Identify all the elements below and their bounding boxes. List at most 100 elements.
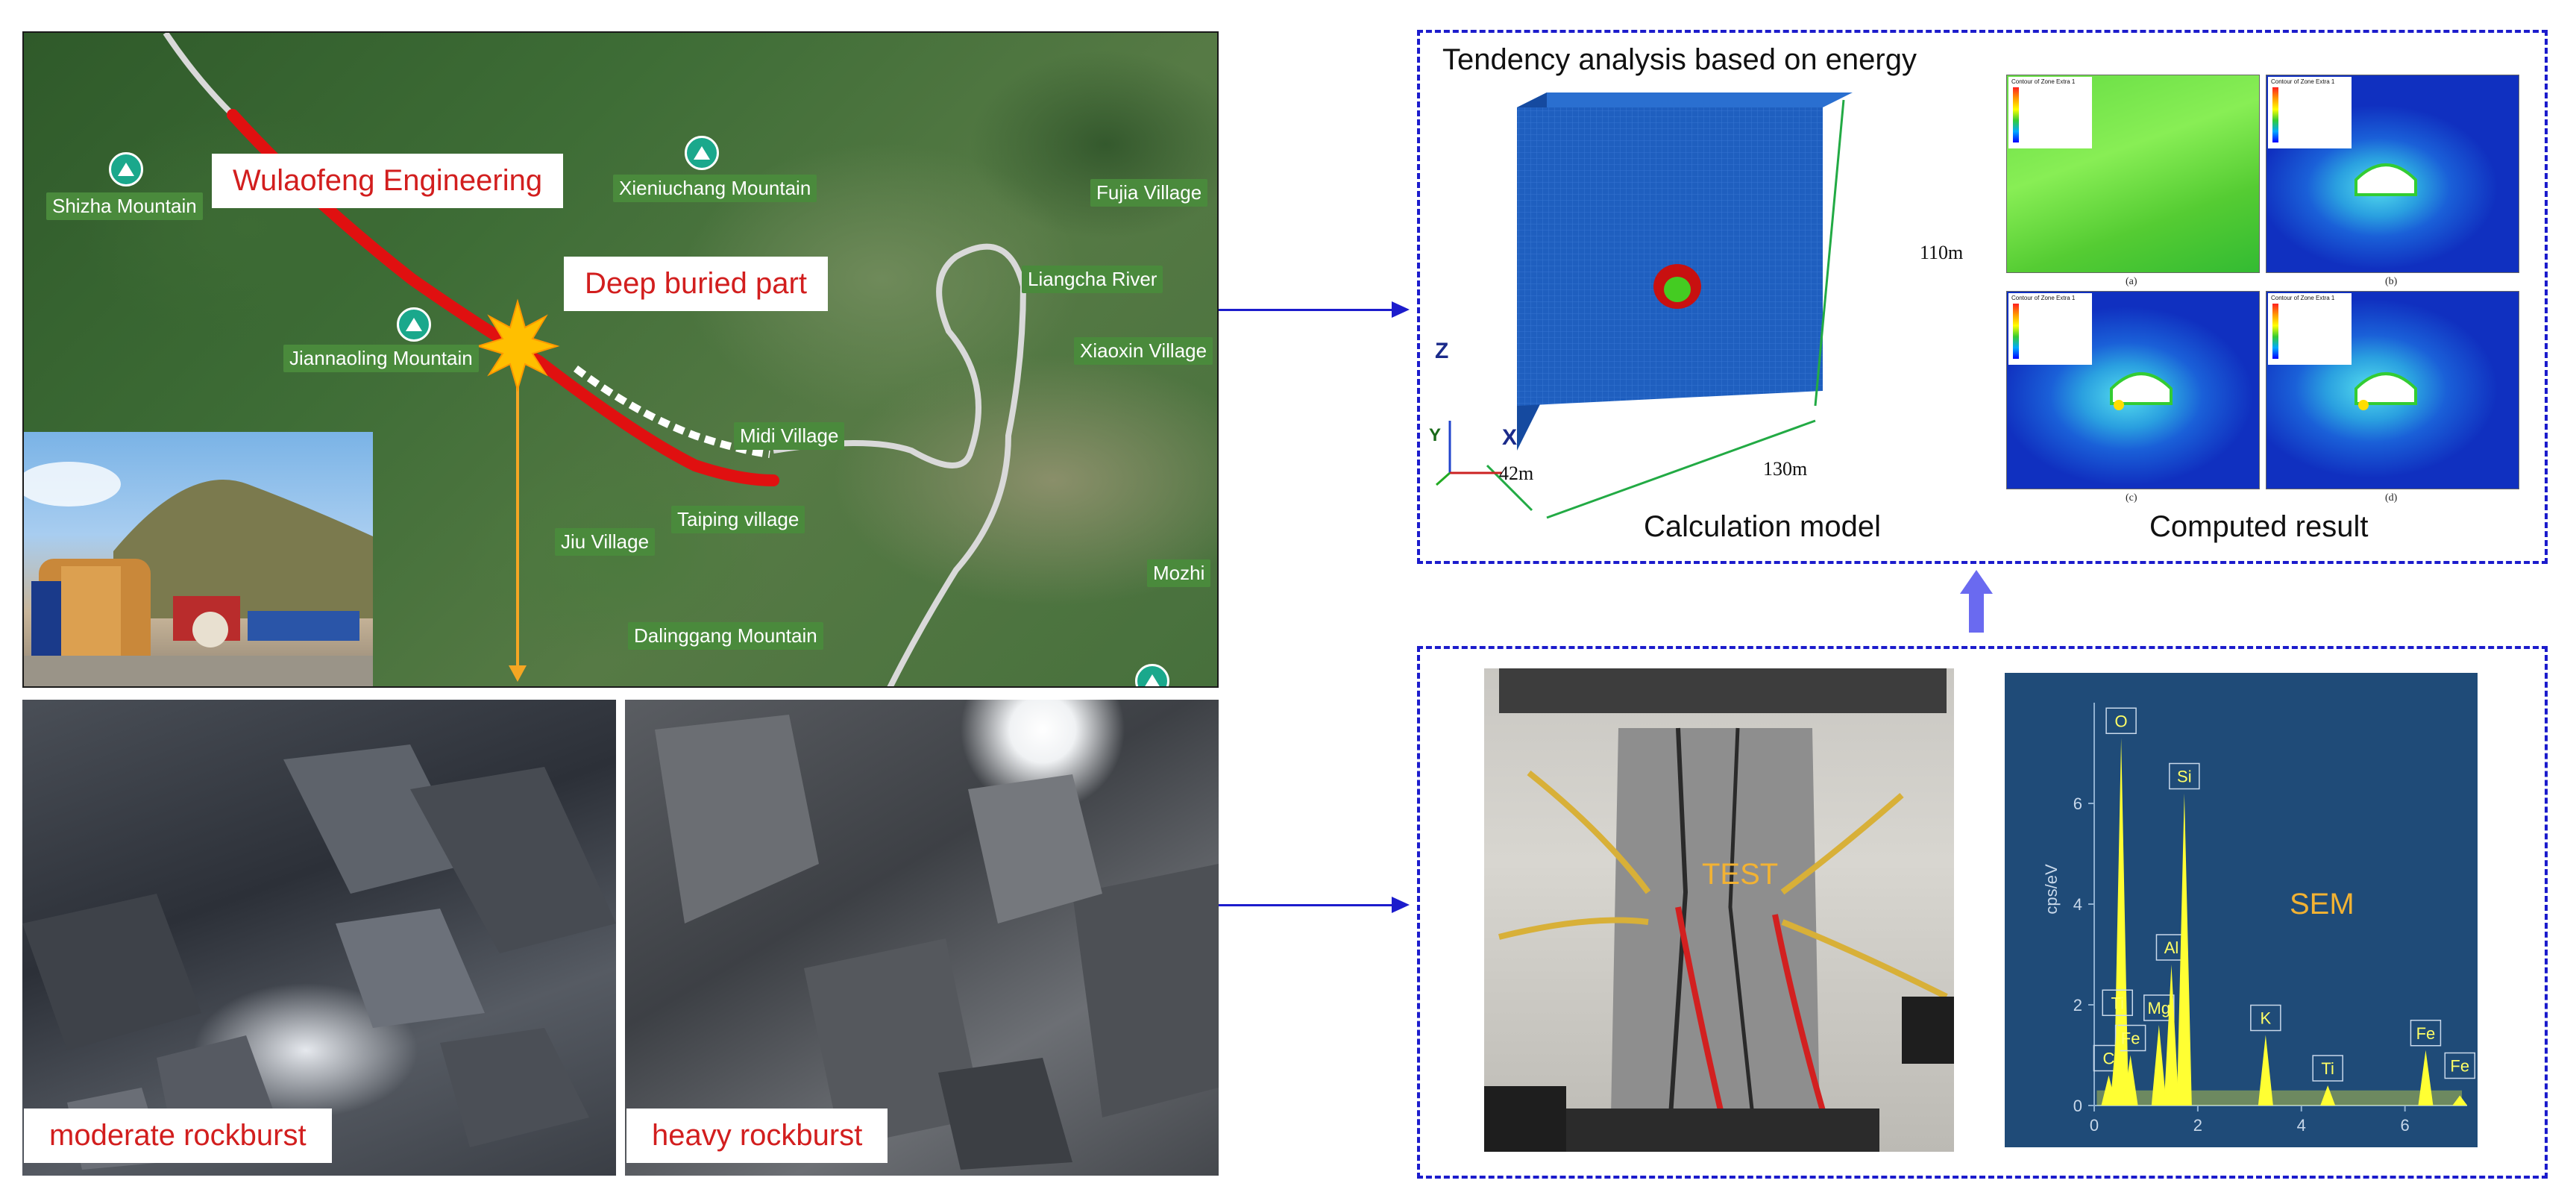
contour-plot-c: Contour of Zone Extra 1 (2006, 291, 2260, 489)
mountain-icon (397, 307, 431, 342)
peak-label: Fe (2121, 1029, 2140, 1048)
rock-specimen-test-photo: TEST (1484, 668, 1954, 1152)
label-shizha-mountain: Shizha Mountain (46, 192, 203, 220)
label-fujia-village: Fujia Village (1090, 179, 1208, 207)
rock-fragments-illustration (655, 715, 1219, 1170)
y-tick-label: 4 (2073, 895, 2082, 914)
y-tick-label: 0 (2073, 1097, 2082, 1115)
peak-label: Fe (2416, 1024, 2436, 1043)
moderate-rockburst-label: moderate rockburst (24, 1109, 332, 1163)
connector-line-bottom (1219, 904, 1395, 906)
callout-deep-buried-part: Deep buried part (564, 257, 828, 311)
starburst-icon (475, 298, 560, 392)
spectrum-peak (2123, 1055, 2138, 1106)
calculation-model-caption: Calculation model (1644, 510, 1881, 543)
contour-title: Contour of Zone Extra 1 (2011, 295, 2076, 301)
contour-plot-a: Contour of Zone Extra 1 (2006, 75, 2260, 273)
spectrum-peak (2151, 1025, 2167, 1106)
contour-plot-d: Contour of Zone Extra 1 (2266, 291, 2519, 489)
model-front-face (1517, 107, 1823, 406)
y-tick-label: 2 (2073, 996, 2082, 1015)
peak-label: K (2261, 1009, 2272, 1028)
panel-heading: Tendency analysis based on energy (1442, 43, 1917, 76)
peak-label: O (2115, 712, 2128, 730)
connector-arrowhead-bottom (1392, 897, 1410, 913)
dimension-height: 110m (1920, 242, 1964, 263)
tbm-site-illustration (24, 462, 373, 686)
mountain-icon (109, 152, 143, 186)
peak-label-box (2102, 989, 2133, 1016)
x-tick-label: 2 (2193, 1116, 2202, 1135)
peak-label: Ti (2111, 994, 2124, 1012)
peak-label: Ti (2321, 1059, 2334, 1078)
specimen-illustration (1484, 668, 1954, 1152)
label-jiu-village: Jiu Village (555, 528, 656, 556)
label-midi-village: Midi Village (734, 422, 845, 450)
connector-arrowhead-top (1392, 301, 1410, 318)
peak-label: C (2102, 1050, 2114, 1068)
tunnel-construction-marks (574, 365, 770, 458)
dimension-width: 130m (1763, 458, 1808, 480)
x-tick-label: 0 (2090, 1116, 2099, 1135)
x-tick-label: 4 (2297, 1116, 2306, 1135)
connector-line-top (1219, 309, 1395, 311)
moderate-rockburst-photo: moderate rockburst (22, 700, 616, 1176)
mountain-icon (1135, 664, 1169, 686)
label-mozhi: Mozhi (1147, 559, 1211, 587)
spectrum-peak (2110, 1020, 2126, 1106)
test-label: TEST (1702, 858, 1779, 891)
tunnel-core (1664, 277, 1691, 302)
label-xiaoxin-village: Xiaoxin Village (1074, 337, 1213, 365)
sem-label: SEM (2290, 888, 2354, 921)
axis-y-label: Y (1429, 425, 1442, 445)
contour-title: Contour of Zone Extra 1 (2271, 78, 2335, 85)
peak-label-box (2312, 1055, 2343, 1082)
axis-x-label: X (1502, 425, 1518, 450)
computed-result-caption: Computed result (2149, 510, 2369, 543)
y-axis-label: cps/eV (2042, 864, 2061, 915)
contour-plot-b: Contour of Zone Extra 1 (2266, 75, 2519, 273)
spectrum-baseline (2096, 1090, 2463, 1106)
spectrum-peak (2452, 1095, 2468, 1106)
label-taiping-village: Taiping village (671, 506, 805, 533)
peak-label-box (2143, 994, 2175, 1021)
tunnel-contour-c (2110, 372, 2173, 410)
y-tick-label: 6 (2073, 794, 2082, 813)
contour-title: Contour of Zone Extra 1 (2271, 295, 2335, 301)
callout-wulaofeng-engineering: Wulaofeng Engineering (212, 154, 564, 208)
peak-label-box (2105, 707, 2137, 734)
mountain-icon (685, 136, 719, 170)
peak-label-box (2250, 1004, 2281, 1032)
depth-arrowhead (509, 665, 527, 682)
spectrum-peak (2258, 1035, 2273, 1106)
tbm-site-photo (24, 432, 373, 686)
model-top-face (1517, 92, 1853, 107)
spectrum-peak (2176, 793, 2192, 1106)
x-tick-label: 6 (2401, 1116, 2410, 1135)
road-south (773, 243, 1027, 686)
tunnel-contour-d (2354, 372, 2417, 410)
heavy-rockburst-photo: heavy rockburst (625, 700, 1219, 1176)
label-jiannaoling-mountain: Jiannaoling Mountain (283, 345, 479, 372)
spectrum-peak (2418, 1050, 2434, 1106)
route-map: Shizha Mountain Xieniuchang Mountain Fuj… (22, 31, 1219, 688)
peak-label: Mg (2148, 999, 2171, 1017)
peak-label: Si (2177, 768, 2192, 786)
road-north (163, 33, 235, 117)
spectrum-peak (2114, 738, 2129, 1106)
sub-label-d: (d) (2385, 492, 2398, 504)
test-and-sem-panel (1417, 646, 2548, 1179)
sub-label-c: (c) (2126, 492, 2137, 504)
axis-z-label: Z (1435, 339, 1449, 363)
label-dalinggang-mountain: Dalinggang Mountain (628, 622, 823, 650)
heavy-rockburst-label: heavy rockburst (626, 1109, 888, 1163)
upward-arrow (1960, 570, 1993, 633)
sub-label-a: (a) (2126, 276, 2137, 287)
peak-label-box (2410, 1020, 2442, 1047)
spectrum-peak (2164, 965, 2179, 1106)
peak-label: Al (2164, 938, 2179, 957)
tunnel-contour-b (2354, 163, 2417, 196)
peak-label: Fe (2450, 1057, 2469, 1076)
peak-label-box (2114, 1024, 2146, 1052)
